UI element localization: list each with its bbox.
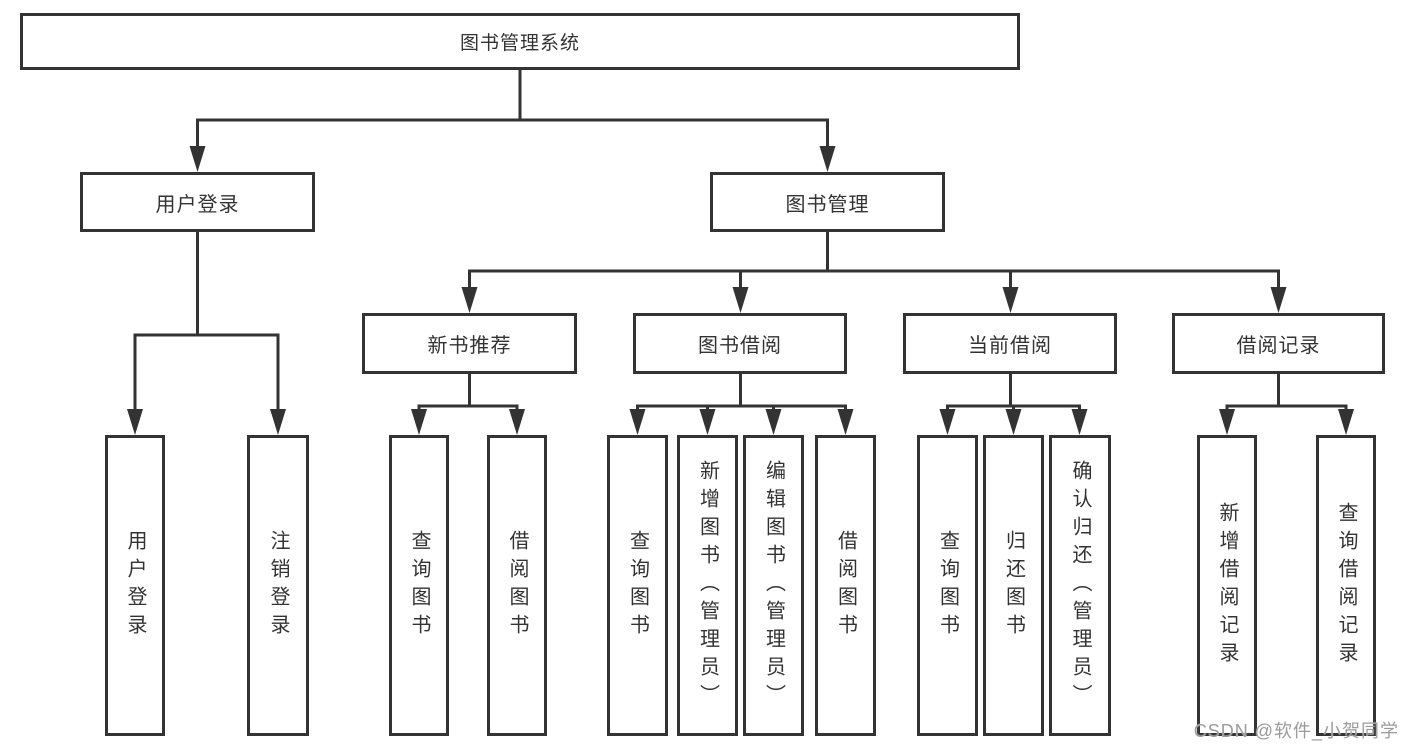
- leaf-borrowing-edit-books-admin-label: 编辑图书（管理员）: [762, 459, 785, 712]
- leaf-borrowing-borrow-books: 借阅图书: [815, 435, 876, 736]
- node-library-management-system-label: 图书管理系统: [459, 33, 580, 54]
- leaf-current-confirm-return-admin-label: 确认归还（管理员）: [1069, 459, 1091, 712]
- connector-user-login-to-leaves: [127, 232, 286, 435]
- leaf-borrowing-add-books-admin-label: 新增图书（管理员）: [696, 459, 719, 712]
- connector-new-book-recommend-to-leaves: [411, 374, 525, 435]
- node-new-book-recommend-label: 新书推荐: [427, 335, 512, 357]
- node-current-borrowing-label: 当前借阅: [968, 335, 1052, 357]
- leaf-current-query-books: 查询图书: [917, 435, 978, 736]
- leaf-current-return-books-label: 归还图书: [1002, 529, 1025, 642]
- csdn-watermark: CSDN @软件_小贺同学: [1193, 721, 1399, 741]
- connector-current-borrowing-to-leaves: [939, 374, 1088, 435]
- leaf-user-login-label: 用户登录: [124, 529, 146, 642]
- node-current-borrowing: 当前借阅: [903, 313, 1117, 374]
- node-new-book-recommend: 新书推荐: [362, 313, 577, 374]
- leaf-newbook-borrow-books-label: 借阅图书: [506, 529, 528, 642]
- node-borrowing-records-label: 借阅记录: [1236, 335, 1321, 357]
- leaf-borrowing-edit-books-admin: 编辑图书（管理员）: [743, 435, 804, 736]
- leaf-records-query-record: 查询借阅记录: [1316, 435, 1376, 736]
- leaf-current-query-books-label: 查询图书: [936, 529, 959, 642]
- leaf-borrowing-query-books: 查询图书: [607, 435, 668, 736]
- leaf-borrowing-borrow-books-label: 借阅图书: [834, 529, 857, 642]
- leaf-current-return-books: 归还图书: [983, 435, 1044, 736]
- node-user-login-label: 用户登录: [155, 193, 240, 216]
- node-borrowing-records: 借阅记录: [1172, 313, 1385, 374]
- leaf-newbook-query-books-label: 查询图书: [408, 529, 430, 642]
- leaf-records-add-record: 新增借阅记录: [1197, 435, 1257, 736]
- node-library-management-system: 图书管理系统: [20, 13, 1020, 70]
- node-book-borrowing-label: 图书借阅: [698, 335, 782, 357]
- leaf-newbook-query-books: 查询图书: [389, 435, 449, 736]
- leaf-newbook-borrow-books: 借阅图书: [487, 435, 547, 736]
- leaf-logout: 注销登录: [247, 435, 309, 736]
- node-book-borrowing: 图书借阅: [633, 313, 847, 374]
- connector-book-borrowing-to-leaves: [629, 374, 854, 435]
- leaf-borrowing-add-books-admin: 新增图书（管理员）: [677, 435, 738, 736]
- node-user-login: 用户登录: [80, 172, 315, 232]
- node-book-management: 图书管理: [710, 172, 945, 232]
- leaf-current-confirm-return-admin: 确认归还（管理员）: [1049, 435, 1111, 736]
- leaf-logout-label: 注销登录: [267, 529, 289, 642]
- leaf-user-login: 用户登录: [105, 435, 165, 736]
- leaf-records-query-record-label: 查询借阅记录: [1335, 501, 1357, 670]
- leaf-borrowing-query-books-label: 查询图书: [626, 529, 649, 642]
- connector-borrowing-records-to-leaves: [1219, 374, 1354, 435]
- node-book-management-label: 图书管理: [785, 193, 870, 216]
- connector-root-to-level2: [189, 70, 836, 172]
- leaf-records-add-record-label: 新增借阅记录: [1216, 501, 1238, 670]
- connector-book-management-to-level3: [461, 232, 1287, 313]
